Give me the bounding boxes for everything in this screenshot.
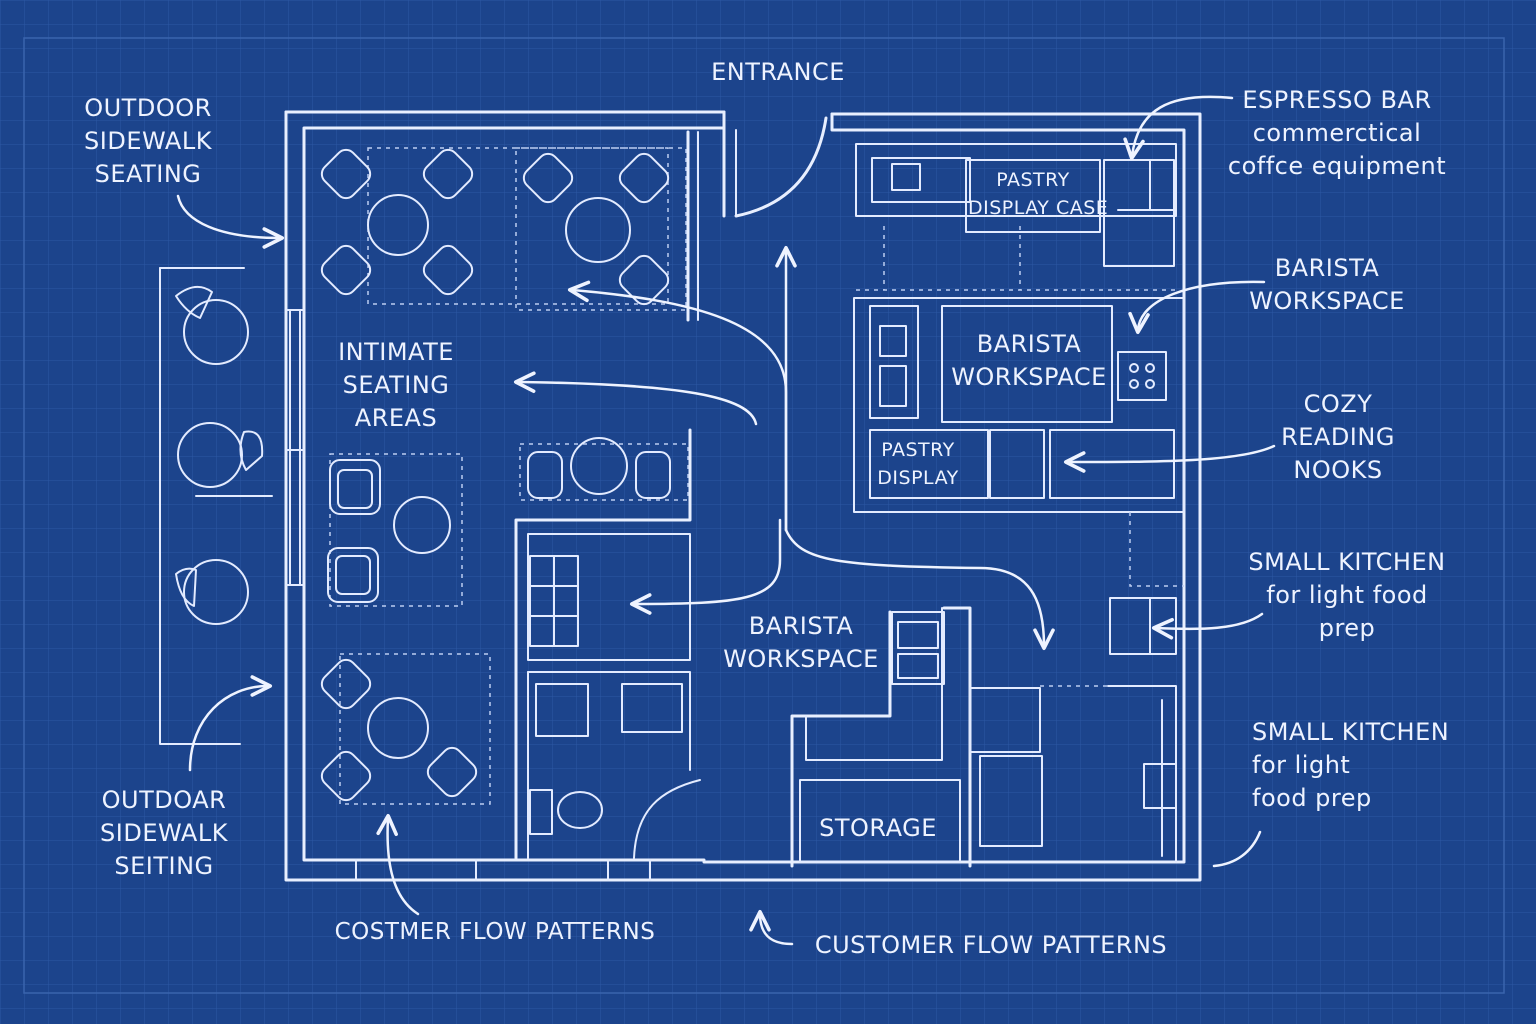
label-storage: STORAGE bbox=[819, 814, 937, 842]
outdoor-platform bbox=[159, 267, 273, 745]
label-small-kitchen-2: SMALL KITCHEN for light food prep bbox=[1252, 718, 1450, 812]
counters bbox=[853, 143, 1185, 513]
customer-flow-arrows bbox=[513, 245, 1055, 651]
label-pastry-display-case: PASTRY DISPLAY CASE bbox=[968, 169, 1109, 219]
sheet-border bbox=[23, 37, 1505, 994]
label-barista-workspace-inner: BARISTA WORKSPACE bbox=[951, 330, 1107, 391]
kitchen-storage bbox=[529, 512, 1184, 868]
label-outdoor-seating-top: OUTDOOR SIDEWALK SEATING bbox=[84, 94, 212, 188]
seating-zones bbox=[329, 147, 689, 805]
tables bbox=[177, 194, 631, 829]
label-espresso-bar: ESPRESSO BAR commerctical coffce equipme… bbox=[1227, 86, 1447, 180]
label-intimate-seating: INTIMATE SEATING AREAS bbox=[338, 338, 454, 432]
label-outdoor-seating-bottom: OUTDOAR SIDEWALK SEITING bbox=[100, 786, 228, 880]
outer-walls bbox=[284, 110, 1202, 882]
label-customer-flow-left: COSTMER FLOW PATTERNS bbox=[334, 919, 656, 945]
label-pastry-display: PASTRY DISPLAY bbox=[877, 439, 959, 489]
label-barista-workspace-center: BARISTA WORKSPACE bbox=[723, 612, 879, 673]
callout-arrows bbox=[176, 95, 1276, 946]
chairs bbox=[175, 148, 671, 802]
interior-partitions bbox=[514, 130, 701, 860]
label-entrance: ENTRANCE bbox=[711, 58, 845, 86]
label-barista-workspace-right: BARISTA WORKSPACE bbox=[1249, 254, 1405, 315]
label-customer-flow-right: CUSTOMER FLOW PATTERNS bbox=[814, 931, 1168, 959]
label-cozy-reading-nooks: COZY READING NOOKS bbox=[1281, 390, 1395, 484]
label-small-kitchen-1: SMALL KITCHEN for light food prep bbox=[1248, 548, 1446, 642]
